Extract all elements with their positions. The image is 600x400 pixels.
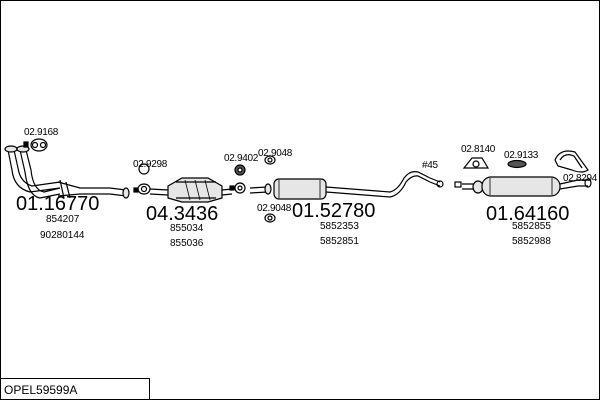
diagram-title-box: OPEL59599A xyxy=(0,378,150,399)
main-part-number-catalyst: 04.3436 xyxy=(146,203,219,225)
main-part-number-middle: 01.52780 xyxy=(292,200,376,222)
part-label-9298: 02.9298 xyxy=(133,159,168,170)
ref-number-5852851: 5852851 xyxy=(320,236,359,247)
ref-number-90280144: 90280144 xyxy=(40,230,85,241)
ref-number-855034: 855034 xyxy=(170,223,204,234)
catalyst-drawing xyxy=(133,155,276,223)
main-part-number-rear: 01.64160 xyxy=(486,203,570,225)
ref-number-855036: 855036 xyxy=(170,238,204,249)
part-label-9133: 02.9133 xyxy=(504,150,539,161)
main-part-number-front-pipe: 01.16770 xyxy=(16,193,100,215)
front-pipe-drawing xyxy=(4,145,130,199)
gasket-9168-drawing xyxy=(23,138,48,152)
rear-section-drawing xyxy=(454,150,592,197)
middle-section-drawing xyxy=(249,171,444,200)
part-label-8294: 02.8294 xyxy=(563,173,598,184)
ref-number-5852353: 5852353 xyxy=(320,221,359,232)
part-label-8140: 02.8140 xyxy=(461,144,496,155)
part-label-9048-bottom: 02.9048 xyxy=(257,203,292,214)
diagram-title: OPEL59599A xyxy=(4,383,78,397)
part-label-9168: 02.9168 xyxy=(24,127,59,138)
ref-number-854207: 854207 xyxy=(46,214,80,225)
ref-number-5852855: 5852855 xyxy=(512,221,551,232)
part-label-9048-top: 02.9048 xyxy=(258,148,293,159)
pipe-diameter-tag: #45 xyxy=(422,160,438,171)
part-label-9402: 02.9402 xyxy=(224,153,259,164)
ref-number-5852988: 5852988 xyxy=(512,236,551,247)
